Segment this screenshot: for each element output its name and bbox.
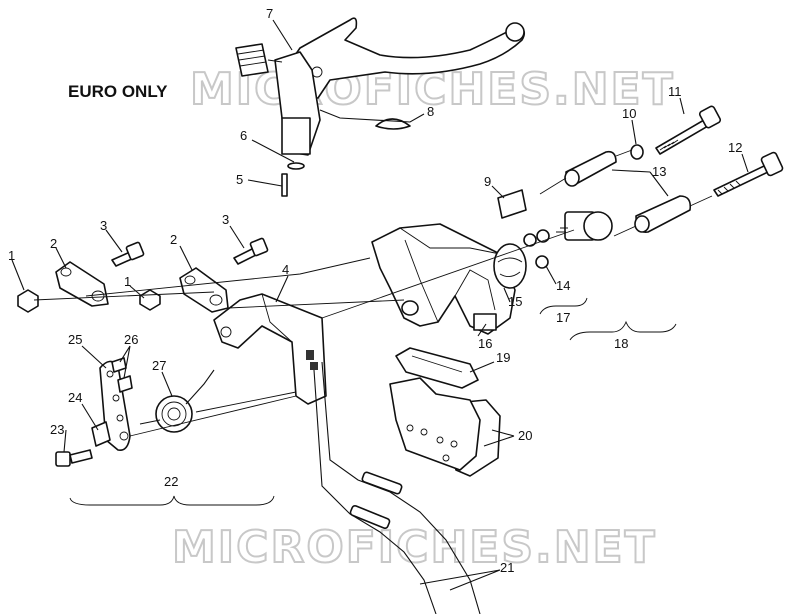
callout-4: 4: [282, 262, 289, 277]
assembly-axis-6: [615, 149, 633, 157]
callout-14: 14: [556, 278, 570, 293]
part-3-bolt-right: [233, 237, 269, 265]
callout-20: 20: [518, 428, 532, 443]
ball-c: [535, 255, 549, 269]
part-5-pin: [281, 173, 288, 197]
part-11-bolt: [655, 105, 722, 155]
callout-1-left: 1: [8, 248, 15, 263]
adjuster-assembly: [556, 211, 613, 241]
part-2-link-left: [55, 261, 109, 307]
part-27-spring: [139, 369, 215, 433]
callout-27: 27: [152, 358, 166, 373]
assembly-axis-10: [195, 391, 297, 413]
callout-7: 7: [266, 6, 273, 21]
callout-24: 24: [68, 390, 82, 405]
callout-15: 15: [508, 294, 522, 309]
callout-2-right: 2: [170, 232, 177, 247]
callout-19: 19: [496, 350, 510, 365]
assembly-axis-7: [689, 195, 713, 207]
callout-13: 13: [652, 164, 666, 179]
part-3-bolt-left: [111, 241, 145, 267]
callout-26: 26: [124, 332, 138, 347]
callout-2-left: 2: [50, 236, 57, 251]
spring-plate-detail: [411, 355, 463, 373]
assembly-axis-9: [129, 395, 297, 437]
callout-3-right: 3: [222, 212, 229, 227]
group-17-brace: [539, 297, 588, 315]
part-26-spacer-a: [111, 357, 127, 373]
callouts: 7 8 6 5 1 2 3 2 3 1 4 9 10 11 12 13 14 1…: [8, 6, 742, 575]
group-18-brace: [569, 320, 677, 341]
callout-25: 25: [68, 332, 82, 347]
watermark-bottom: MICROFICHES.NET: [172, 522, 657, 573]
callout-8: 8: [427, 104, 434, 119]
part-9-shim: [497, 189, 527, 219]
callout-9: 9: [484, 174, 491, 189]
assembly-axis-4: [321, 229, 575, 319]
caliper-body: [371, 223, 516, 335]
ball-b: [536, 229, 550, 243]
part-2-link-right: [179, 267, 229, 313]
part-12-bolt: [713, 151, 784, 197]
callout-23: 23: [50, 422, 64, 437]
callout-11: 11: [668, 84, 682, 99]
callout-21: 21: [500, 560, 514, 575]
sleeve-upper: [564, 150, 617, 187]
part-15-piston-seal: [493, 243, 527, 289]
euro-only-label: EURO ONLY: [68, 82, 168, 101]
part-26-spacer-b: [117, 375, 133, 393]
brake-lever-assembly: [235, 17, 526, 156]
assembly-axis-5: [539, 177, 567, 195]
assembly-axis-8: [613, 225, 637, 237]
callout-3-left: 3: [100, 218, 107, 233]
leader-lines: [11, 19, 749, 591]
callout-10: 10: [622, 106, 636, 121]
group-22-brace: [69, 495, 275, 506]
part-21-cables: [313, 361, 481, 614]
piston-seal-detail: [497, 257, 523, 277]
part-1-nut-left: [17, 289, 39, 313]
callout-5: 5: [236, 172, 243, 187]
callout-1-right: 1: [124, 274, 131, 289]
part-1-nut-right: [139, 289, 161, 311]
assembly-axis-2: [85, 257, 371, 297]
callout-17: 17: [556, 310, 570, 325]
callout-6: 6: [240, 128, 247, 143]
sleeve-lower: [634, 195, 692, 233]
callout-12: 12: [728, 140, 742, 155]
callout-16: 16: [478, 336, 492, 351]
part-4-bracket: [213, 293, 327, 405]
assembly-axis-3: [227, 299, 405, 309]
brake-pads: [389, 377, 501, 477]
part-23-bolt: [55, 449, 93, 467]
callout-18: 18: [614, 336, 628, 351]
part-19-spring-plate: [395, 347, 479, 389]
part-10-washer: [630, 144, 644, 160]
assembly-axis-1: [33, 291, 215, 301]
ball-a: [523, 233, 537, 247]
callout-22: 22: [164, 474, 178, 489]
part-6-seal: [287, 162, 305, 170]
